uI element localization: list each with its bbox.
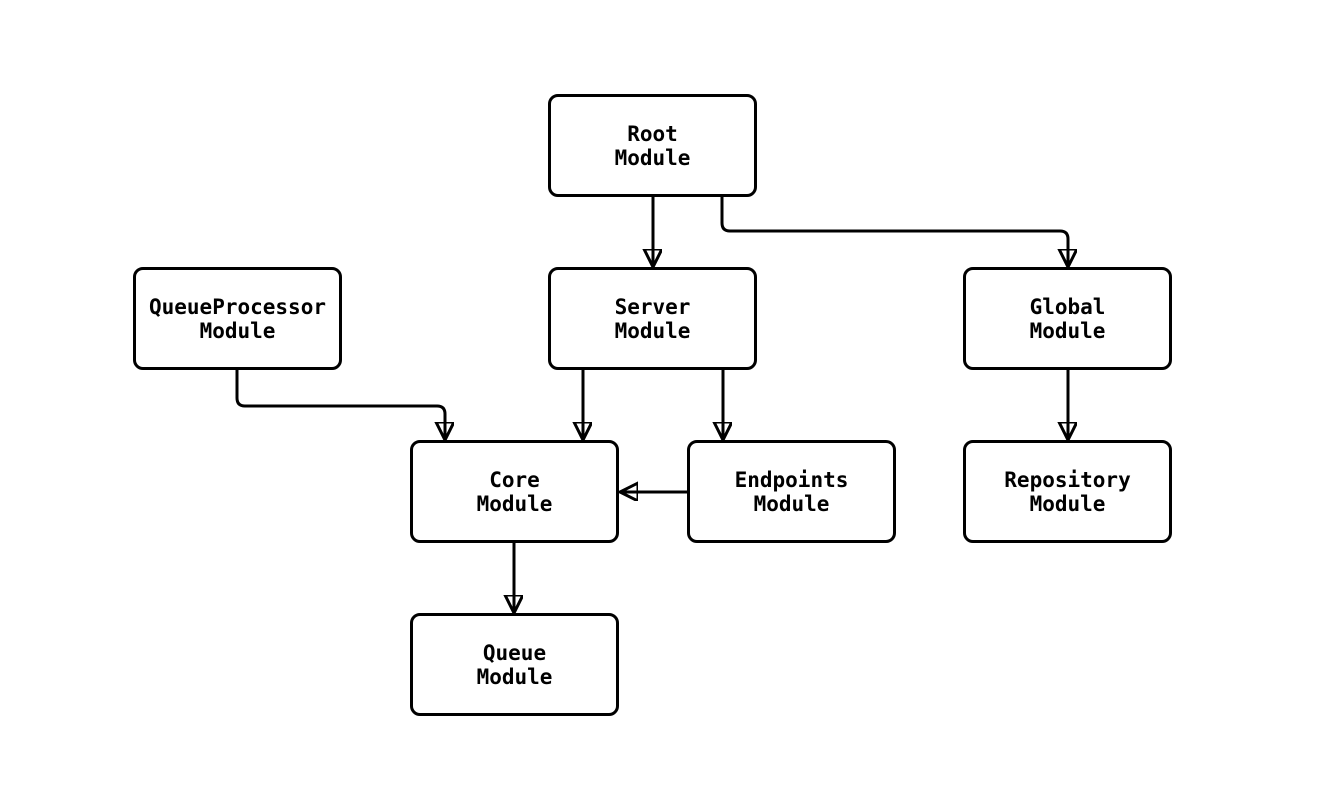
edge-root-to-global <box>720 197 1068 267</box>
node-core-module: Core Module <box>410 440 619 543</box>
node-root-module: Root Module <box>548 94 757 197</box>
node-queue-module: Queue Module <box>410 613 619 716</box>
node-queueprocessor-module: QueueProcessor Module <box>133 267 342 370</box>
node-endpoints-module: Endpoints Module <box>687 440 896 543</box>
node-server-module: Server Module <box>548 267 757 370</box>
node-global-module: Global Module <box>963 267 1172 370</box>
node-repository-module: Repository Module <box>963 440 1172 543</box>
edge-queueprocessor-to-core <box>235 370 445 440</box>
